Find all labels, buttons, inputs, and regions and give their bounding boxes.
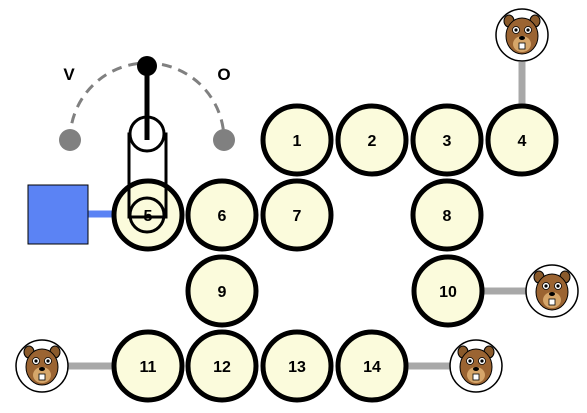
node-circle (111, 329, 185, 403)
beaver-token-10[interactable] (525, 264, 579, 318)
node-circle (260, 329, 334, 403)
node-label: 8 (443, 208, 452, 225)
node-label: 1 (293, 133, 302, 150)
dial-label-right: O (217, 65, 230, 84)
node-label: 9 (218, 284, 227, 301)
beaver-icon (15, 339, 69, 393)
node-8[interactable]: 8 (410, 178, 484, 252)
node-circle (410, 103, 484, 177)
beaver-token-4[interactable] (495, 8, 549, 62)
node-label: 10 (439, 284, 457, 301)
node-label: 2 (368, 133, 377, 150)
node-6[interactable]: 6 (185, 178, 259, 252)
node-circle (185, 178, 259, 252)
node-1[interactable]: 1 (260, 103, 334, 177)
beaver-token-14[interactable] (449, 339, 503, 393)
node-label: 14 (363, 359, 381, 376)
node-circle (335, 329, 409, 403)
node-5[interactable]: 5 (111, 178, 185, 252)
source-box-group (27, 184, 116, 245)
dial-lever[interactable] (127, 56, 168, 234)
node-label: 6 (218, 208, 227, 225)
node-circle (335, 103, 409, 177)
dial-stop-left[interactable] (59, 129, 81, 151)
source-box[interactable] (27, 184, 89, 245)
node-circle (185, 329, 259, 403)
node-label: 13 (288, 359, 306, 376)
node-4[interactable]: 4 (485, 103, 559, 177)
node-label: 7 (293, 208, 302, 225)
node-circle (185, 254, 259, 328)
dial-stop-right[interactable] (213, 129, 235, 151)
lever-ring-bottom (128, 196, 166, 234)
node-11[interactable]: 11 (111, 329, 185, 403)
beaver-token-11[interactable] (15, 339, 69, 393)
node-circle (485, 103, 559, 177)
beaver-icon (449, 339, 503, 393)
dial-label-left: V (63, 65, 75, 84)
node-9[interactable]: 9 (185, 254, 259, 328)
node-13[interactable]: 13 (260, 329, 334, 403)
beaver-icon (495, 8, 549, 62)
lever-knob (137, 56, 157, 76)
node-label: 3 (443, 133, 452, 150)
node-3[interactable]: 3 (410, 103, 484, 177)
node-7[interactable]: 7 (260, 178, 334, 252)
node-circle (260, 103, 334, 177)
node-2[interactable]: 2 (335, 103, 409, 177)
node-circle (411, 254, 485, 328)
node-12[interactable]: 12 (185, 329, 259, 403)
node-10[interactable]: 10 (411, 254, 485, 328)
beaver-icon (525, 264, 579, 318)
node-circle (260, 178, 334, 252)
node-circle (410, 178, 484, 252)
node-label: 12 (213, 359, 231, 376)
node-label: 4 (518, 133, 527, 150)
node-label: 11 (140, 359, 157, 376)
node-14[interactable]: 14 (335, 329, 409, 403)
